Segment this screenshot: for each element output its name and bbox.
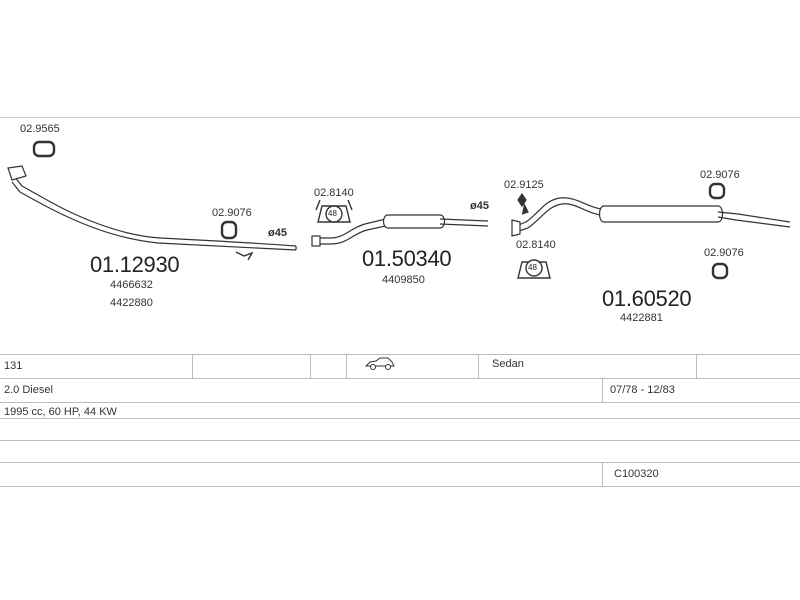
hanger-badge: 48	[528, 263, 537, 272]
clamp-icon	[708, 182, 726, 200]
gasket-icon	[32, 140, 56, 158]
engine-cell: 2.0 Diesel	[4, 384, 53, 396]
clamp-icon	[711, 262, 729, 280]
model-cell: 131	[4, 360, 23, 372]
bracket-icon	[517, 192, 529, 215]
fitting-number: 02.9076	[212, 207, 252, 219]
part-number: 01.60520	[602, 286, 692, 311]
rubber-hanger-icon	[517, 259, 551, 279]
body-cell: Sedan	[492, 358, 524, 370]
rear-silencer-drawing	[511, 197, 791, 237]
rubber-hanger-icon	[315, 199, 353, 223]
top-divider	[0, 117, 800, 118]
oe-number: 4422881	[620, 312, 663, 324]
fitting-number: 02.9125	[504, 179, 544, 191]
front-pipe-drawing	[7, 165, 297, 261]
oe-number: 4466632	[110, 279, 153, 291]
sedan-car-icon	[364, 356, 396, 380]
clamp-icon	[220, 220, 238, 240]
years-cell: 07/78 - 12/83	[610, 384, 675, 396]
part-number: 01.50340	[362, 246, 452, 271]
oe-number: 4422880	[110, 297, 153, 309]
diameter-label: ø45	[268, 227, 287, 239]
hanger-badge: 48	[328, 209, 337, 218]
fitting-number: 02.9565	[20, 123, 60, 135]
center-silencer-drawing	[311, 214, 489, 247]
part-number: 01.12930	[90, 252, 180, 277]
specs-cell: 1995 cc, 60 HP, 44 KW	[4, 406, 117, 418]
oe-number: 4409850	[382, 274, 425, 286]
fitting-number: 02.9076	[700, 169, 740, 181]
fitting-number: 02.9076	[704, 247, 744, 259]
code-cell: C100320	[614, 468, 659, 480]
fitting-number: 02.8140	[516, 239, 556, 251]
diameter-label: ø45	[470, 200, 489, 212]
fitting-number: 02.8140	[314, 187, 354, 199]
